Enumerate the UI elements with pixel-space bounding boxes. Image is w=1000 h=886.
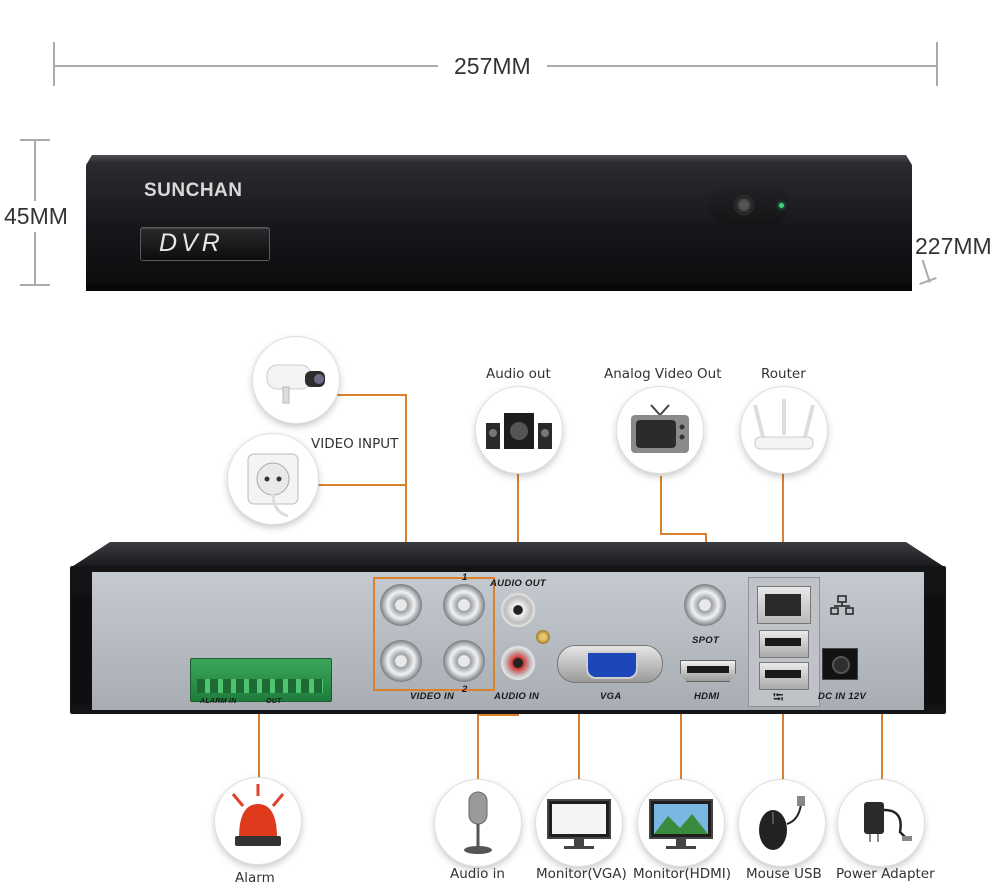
dvr-rear-panel: ALARM IN OUT 1 2 VIDEO IN AUDIO OUT AUDI… xyxy=(70,540,946,716)
speaker-peripheral xyxy=(476,387,562,473)
audio-out-text: AUDIO OUT xyxy=(490,578,547,589)
monitor-hdmi-peripheral xyxy=(638,780,724,866)
bnc-video-in-3[interactable] xyxy=(380,640,422,682)
height-label: 45MM xyxy=(4,201,68,232)
hdmi-text: HDMI xyxy=(694,691,720,702)
bullet-camera-icon xyxy=(266,364,325,404)
power-adapter-label: Power Adapter xyxy=(836,866,935,882)
monitor-vga-peripheral xyxy=(536,780,622,866)
router-label: Router xyxy=(761,366,806,382)
alarm-out-text: OUT xyxy=(266,698,282,705)
port-number-1: 1 xyxy=(462,572,468,583)
analog-video-out-label: Analog Video Out xyxy=(604,366,722,382)
video-input-label: VIDEO INPUT xyxy=(311,436,399,452)
power-adapter-peripheral xyxy=(838,780,924,866)
dvr-badge-text: DVR xyxy=(159,229,224,257)
dc-in-text: DC IN 12V xyxy=(818,691,867,702)
siren-icon xyxy=(231,784,285,846)
monitor-landscape-icon xyxy=(649,799,713,849)
usb-port-2[interactable] xyxy=(759,662,809,690)
bnc-video-in-1[interactable] xyxy=(380,584,422,626)
mouse-icon xyxy=(759,796,805,850)
width-label: 257MM xyxy=(438,53,547,80)
router-icon xyxy=(753,399,815,450)
ground-screw-icon xyxy=(536,630,550,644)
alarm-in-text: ALARM IN xyxy=(200,698,237,705)
vga-port[interactable] xyxy=(557,645,663,683)
audio-out-label: Audio out xyxy=(486,366,551,382)
video-in-text: VIDEO IN xyxy=(410,691,455,702)
rca-audio-in[interactable] xyxy=(501,646,535,680)
usb-symbol-icon: ⭾ xyxy=(773,690,784,706)
depth-label: 227MM xyxy=(913,233,994,260)
speaker-icon xyxy=(486,413,552,449)
brand-logo: SUNCHAN xyxy=(144,180,243,201)
power-outlet-icon xyxy=(247,453,299,518)
bnc-video-in-4[interactable] xyxy=(443,640,485,682)
ethernet-port[interactable] xyxy=(757,586,811,624)
monitor-vga-label: Monitor(VGA) xyxy=(536,866,627,882)
ir-sensor-icon xyxy=(734,195,754,215)
monitor-icon xyxy=(547,799,611,849)
width-dimension: 257MM xyxy=(45,40,945,90)
microphone-icon xyxy=(464,791,492,854)
router-peripheral xyxy=(741,387,827,473)
rca-audio-out[interactable] xyxy=(501,593,535,627)
height-dimension: 45MM xyxy=(4,135,70,290)
mouse-usb-label: Mouse USB xyxy=(746,866,822,882)
network-symbol-icon xyxy=(830,595,854,615)
retro-tv-icon xyxy=(631,404,689,453)
port-number-2: 2 xyxy=(462,684,468,695)
bnc-video-in-2[interactable] xyxy=(443,584,485,626)
usb-port-1[interactable] xyxy=(759,630,809,658)
dvr-front-view: SUNCHAN DVR xyxy=(84,135,914,295)
dc-power-jack[interactable] xyxy=(822,648,858,680)
power-led-icon xyxy=(779,203,784,208)
outlet-peripheral xyxy=(228,434,318,524)
camera-peripheral xyxy=(253,337,339,423)
audio-in-text: AUDIO IN xyxy=(494,691,540,702)
mouse-peripheral xyxy=(739,780,825,866)
video-in-group-outline xyxy=(373,577,495,691)
depth-dimension: 227MM xyxy=(905,230,1000,290)
monitor-hdmi-label: Monitor(HDMI) xyxy=(633,866,732,882)
dvr-badge: DVR xyxy=(140,227,270,261)
hdmi-port[interactable] xyxy=(680,660,736,682)
spot-text: SPOT xyxy=(692,635,720,646)
audio-in-label: Audio in xyxy=(450,866,505,882)
vga-text: VGA xyxy=(600,691,622,702)
microphone-peripheral xyxy=(435,780,521,866)
alarm-terminal-block[interactable] xyxy=(190,658,332,702)
alarm-label: Alarm xyxy=(235,870,275,886)
bnc-spot-out[interactable] xyxy=(684,584,726,626)
tv-peripheral xyxy=(617,387,703,473)
power-adapter-icon xyxy=(864,802,912,842)
alarm-peripheral xyxy=(215,778,301,864)
